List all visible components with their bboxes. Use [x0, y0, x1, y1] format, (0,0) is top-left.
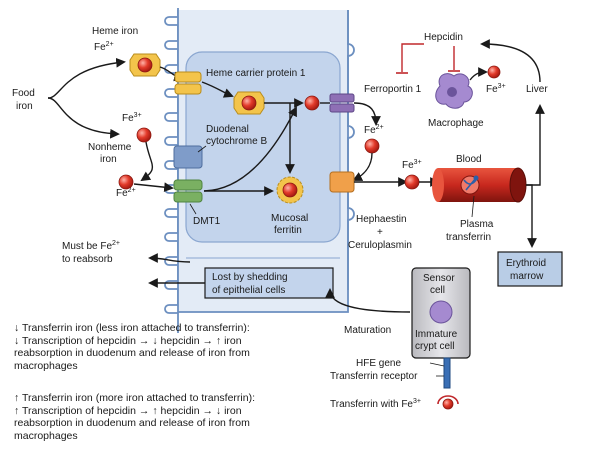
cytosolic-iron-icon: [304, 95, 320, 111]
maturation-arrow: [325, 288, 411, 313]
must-be-fe2-label: Must be Fe2+: [62, 240, 120, 252]
macrophage-label: Macrophage: [428, 118, 484, 129]
heme-molecule-cell-icon: [233, 91, 265, 115]
cytochrome-b-label: cytochrome B: [206, 136, 267, 147]
nonheme-iron-label-2: iron: [100, 154, 117, 165]
transferrin-icon: [437, 395, 459, 405]
immature-label: Immature: [415, 329, 458, 340]
legend-low-line-2: ↓ Transcription of hepcidin → ↓ hepcidin…: [14, 334, 242, 347]
fe3-macrophage-icon: [487, 65, 501, 79]
crypt-cell-icon: [411, 267, 471, 359]
hfe-label: HFE gene: [356, 358, 401, 369]
liver-to-hepcidin-arrow: [480, 39, 541, 83]
transferrin-fe3-icon: [442, 398, 454, 410]
dmt1-label: DMT1: [193, 216, 221, 227]
erythroid-marrow-box: [497, 251, 563, 287]
fe2-to-dmt1-arrow: [133, 182, 174, 193]
tf-with-fe3-label: Transferrin with Fe3+: [330, 398, 421, 410]
dmt1-transporter-icon: [173, 179, 203, 203]
epithelial-label: of epithelial cells: [212, 285, 285, 296]
hepcidin-label: Hepcidin: [424, 32, 463, 43]
blood-label: Blood: [456, 154, 482, 165]
lost-by-shedding-box: [204, 267, 334, 299]
mucosal-label: Mucosal: [271, 213, 308, 224]
fe3-reduction-arrow: [140, 141, 153, 182]
legend-high-line-2: ↑ Transcription of hepcidin → ↑ hepcidin…: [14, 404, 242, 417]
lost-label: Lost by shedding: [212, 272, 288, 283]
fe2-exported-icon: [364, 138, 380, 154]
legend-low-line-4: macrophages: [14, 359, 78, 372]
blood-to-marrow-arrow: [526, 184, 537, 248]
hephaestin-label: Hephaestin: [356, 214, 407, 225]
low-transferrin-legend: ↓ Transferrin iron (less iron attached t…: [14, 322, 344, 372]
fe2-heme-label: Fe2+: [94, 41, 114, 53]
maturation-label: Maturation: [344, 325, 391, 336]
fe2-exported-label: Fe2+: [364, 124, 384, 136]
fe3-nonheme-label: Fe3+: [122, 112, 142, 124]
liver-label: Liver: [526, 84, 548, 95]
erythroid-label: Erythroid: [506, 258, 546, 269]
fe2-to-hephaestin-arrow: [352, 152, 373, 181]
ferroportin-icon: [329, 93, 355, 113]
sensor-label: Sensor: [423, 273, 455, 284]
heme-iron-label: Heme iron: [92, 26, 138, 37]
macrophage-release-arrow: [469, 67, 488, 81]
ferroportin-export-arrow: [353, 102, 381, 126]
high-transferrin-legend: ↑ Transferrin iron (more iron attached t…: [14, 392, 344, 442]
food-iron-label-2: iron: [16, 101, 33, 112]
dmt1-to-pool-arrow: [203, 106, 297, 192]
food-to-heme-arrow: [47, 57, 126, 99]
tf-receptor-label: Transferrin receptor: [330, 371, 418, 382]
legend-high-line-3: reabsorption in duodenum and release of …: [14, 417, 250, 429]
legend-high-line-4: macrophages: [14, 429, 78, 442]
hephaestin-icon: [329, 171, 355, 193]
duodenal-cytochrome-b-icon: [173, 145, 203, 169]
ceruloplasmin-label: Ceruloplasmin: [348, 240, 412, 251]
heme-carrier-label: Heme carrier protein 1: [206, 68, 306, 79]
nonheme-iron-label: Nonheme: [88, 142, 132, 153]
fe2-reduced-label: Fe2+: [116, 187, 136, 199]
food-to-nonheme-arrow: [47, 97, 120, 139]
blood-to-liver-arrow: [526, 104, 545, 186]
mucosal-ferritin-icon: [276, 176, 304, 204]
crypt-cell-label: crypt cell: [415, 341, 454, 352]
marrow-label: marrow: [510, 271, 544, 282]
ferroportin-label: Ferroportin 1: [364, 84, 422, 95]
blood-vessel-icon: [432, 167, 527, 203]
fe3-blood-icon: [404, 174, 420, 190]
plasma-label: Plasma: [460, 219, 494, 230]
fe3-blood-label: Fe3+: [402, 159, 422, 171]
heme-carrier-protein-icon: [174, 71, 202, 95]
duodenal-label: Duodenal: [206, 124, 249, 135]
hepcidin-inhibit-ferroportin: [401, 43, 424, 72]
to-reabsorb-label: to reabsorb: [62, 254, 113, 265]
fe2-ion-icon: [118, 174, 134, 190]
transferrin-label: transferrin: [446, 232, 491, 243]
food-iron-label: Food: [12, 88, 35, 99]
cell-label: cell: [430, 285, 445, 296]
macrophage-icon: [435, 73, 473, 109]
fe3-ion-icon: [136, 127, 152, 143]
fe3-macrophage-label: Fe3+: [486, 83, 506, 95]
legend-low-line-1: ↓ Transferrin iron (less iron attached t…: [14, 322, 250, 334]
transferrin-receptor-icon: [443, 357, 451, 389]
legend-low-line-3: reabsorption in duodenum and release of …: [14, 347, 250, 359]
must-be-fe2-arrow: [148, 253, 191, 263]
carrier-to-heme-arrow: [201, 81, 234, 98]
ferritin-label: ferritin: [274, 225, 302, 236]
plus-label: +: [377, 227, 383, 238]
heme-molecule-lumen-icon: [129, 53, 161, 77]
legend-high-line-1: ↑ Transferrin iron (more iron attached t…: [14, 392, 256, 404]
